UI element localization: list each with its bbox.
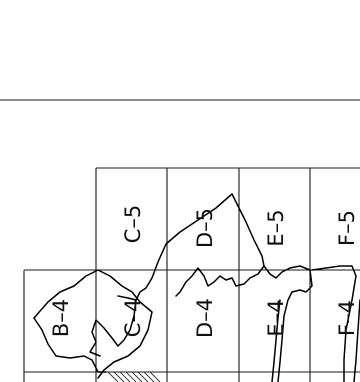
boundary-central xyxy=(117,193,265,301)
boundary-west-lobe xyxy=(33,269,153,379)
boundary-west-inner xyxy=(33,317,107,373)
label-C-4: C–4 xyxy=(121,299,145,338)
label-D-4: D–4 xyxy=(193,298,217,338)
label-F-5: F–5 xyxy=(335,210,359,246)
label-E-5: E–5 xyxy=(264,209,288,246)
grid-row-4 xyxy=(23,269,360,382)
sheet-grid xyxy=(23,167,360,382)
study-area-boundary xyxy=(33,193,360,382)
label-F-4: F–4 xyxy=(335,300,359,336)
hatched-area xyxy=(107,371,161,382)
label-B-4: B–4 xyxy=(49,299,73,337)
boundary-far-east xyxy=(311,265,357,382)
label-E-4: E–4 xyxy=(264,299,288,336)
label-D-5: D–5 xyxy=(193,208,217,248)
boundary-far-east-inner xyxy=(353,299,360,382)
boundary-east xyxy=(263,265,313,382)
boundary-central-inner xyxy=(89,299,137,357)
grid-row-5 xyxy=(95,167,360,270)
label-C-5: C–5 xyxy=(121,205,145,244)
boundary-east-inner xyxy=(271,299,281,382)
sheet-labels: C–5 D–5 E–5 F–5 B–4 C–4 D–4 E–4 F–4 xyxy=(49,205,359,338)
